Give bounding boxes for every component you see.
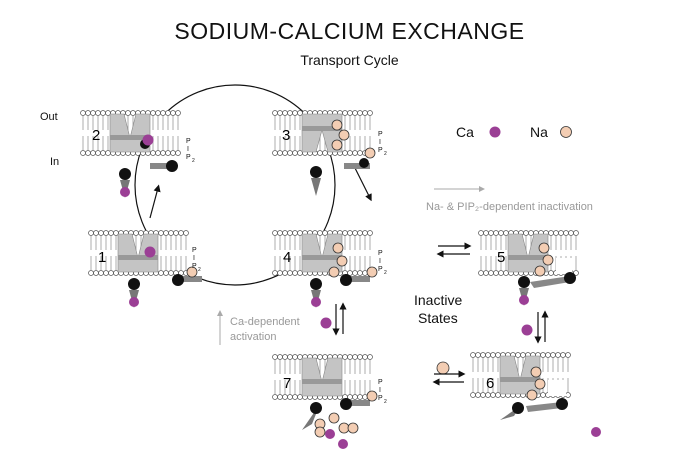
legend-ca-swatch xyxy=(489,126,501,138)
free-na-ion xyxy=(314,426,326,438)
inactive-label-line-1: Inactive xyxy=(414,292,462,308)
svg-text:I: I xyxy=(379,258,381,265)
state-1-exchanger xyxy=(87,230,202,308)
svg-text:2: 2 xyxy=(384,151,387,157)
svg-text:2: 2 xyxy=(192,158,195,164)
diagram-title: SODIUM-CALCIUM EXCHANGE xyxy=(174,18,525,44)
svg-text:I: I xyxy=(379,139,381,146)
outside-label: Out xyxy=(40,111,58,123)
equilibrium-arrows-5-6 xyxy=(534,310,549,344)
svg-text:P: P xyxy=(186,138,191,145)
state-2-number: 2 xyxy=(92,127,100,144)
free-na-ion xyxy=(347,422,359,434)
state-7-number: 7 xyxy=(283,375,291,392)
equilibrium-arrows-4-5 xyxy=(436,242,472,258)
equilibrium-arrows-4-7 xyxy=(332,302,347,336)
svg-text:P: P xyxy=(192,263,197,270)
svg-text:P: P xyxy=(378,379,383,386)
svg-text:I: I xyxy=(379,387,381,394)
legend-na-swatch xyxy=(560,126,572,138)
free-ca-ion xyxy=(338,439,348,449)
state-4-number: 4 xyxy=(283,249,291,266)
state-5-exchanger xyxy=(477,230,579,306)
free-ca-ion xyxy=(521,324,533,336)
ca-activation-label-line-1: Ca-dependent xyxy=(230,316,300,328)
pip2-label-state-7: P I P 2 xyxy=(378,379,387,405)
na-pip-inactivation-label: Na- & PIP₂-dependent inactivation xyxy=(426,201,593,213)
free-na-ion xyxy=(436,361,450,375)
svg-text:P: P xyxy=(186,154,191,161)
pip2-label-state-3: P I P 2 xyxy=(378,131,387,157)
ca-activation-label-line-2: activation xyxy=(230,331,276,343)
svg-text:I: I xyxy=(193,255,195,262)
svg-text:2: 2 xyxy=(198,267,201,273)
svg-text:P: P xyxy=(378,147,383,154)
svg-text:P: P xyxy=(378,266,383,273)
cycle-arrow-1-to-2 xyxy=(149,184,161,219)
svg-text:I: I xyxy=(187,146,189,153)
svg-text:P: P xyxy=(378,395,383,402)
equilibrium-arrows-7-6 xyxy=(432,370,466,386)
free-ca-ion xyxy=(320,317,332,329)
state-3-number: 3 xyxy=(282,127,290,144)
svg-text:P: P xyxy=(378,131,383,138)
pip2-label-state-1: P I P 2 xyxy=(192,247,201,273)
inactive-label-line-2: States xyxy=(418,310,458,326)
svg-text:2: 2 xyxy=(384,270,387,276)
legend-na-label: Na xyxy=(530,124,548,140)
svg-text:P: P xyxy=(192,247,197,254)
state-7-exchanger xyxy=(271,354,378,439)
state-1-number: 1 xyxy=(98,249,106,266)
cycle-arrow-3-to-4 xyxy=(354,167,372,202)
legend-ca-label: Ca xyxy=(456,124,474,140)
state-4-exchanger xyxy=(271,230,378,308)
diagram-subtitle: Transport Cycle xyxy=(300,52,399,68)
inside-label: In xyxy=(50,156,59,168)
transport-cycle-ring xyxy=(134,84,336,286)
pip2-label-state-2: P I P 2 xyxy=(186,138,195,164)
svg-text:P: P xyxy=(378,250,383,257)
pip2-label-state-4: P I P 2 xyxy=(378,250,387,276)
state-3-exchanger xyxy=(271,110,376,196)
state-5-number: 5 xyxy=(497,249,505,266)
state-6-number: 6 xyxy=(486,375,494,392)
svg-text:2: 2 xyxy=(384,399,387,405)
state-2-exchanger xyxy=(79,110,181,198)
state-6-exchanger xyxy=(469,352,571,420)
free-ca-ion xyxy=(591,427,601,437)
